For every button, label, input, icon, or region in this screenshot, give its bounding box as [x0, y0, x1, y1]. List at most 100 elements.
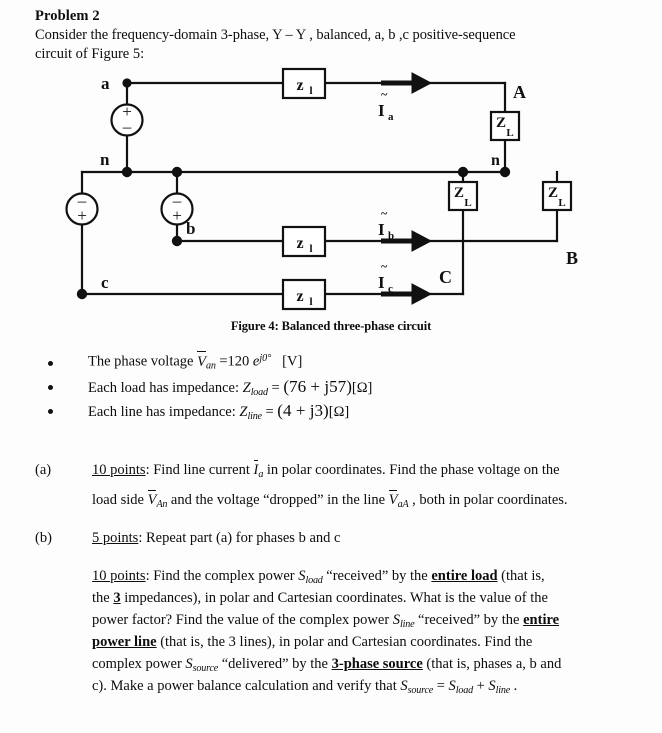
- zl-label-b: z: [296, 235, 303, 252]
- current-label-Ia-symbol: I: [378, 101, 385, 120]
- node-labels: a b c n n A B C: [100, 74, 578, 292]
- part-a-line-1: 10 points: Find line current Ia in polar…: [92, 459, 560, 480]
- current-arrow-b: [381, 230, 433, 252]
- part-c-three: 3: [113, 590, 121, 606]
- bullet-1-sub: an: [205, 360, 216, 372]
- ZL-box-phase-C: [447, 180, 479, 212]
- source-phase-c: [65, 192, 99, 226]
- current-label-Ib-symbol: I: [378, 220, 385, 239]
- current-label-Ib-sub: b: [388, 230, 394, 242]
- node-dot-a: [122, 78, 132, 88]
- node-dot-load-C: [457, 166, 469, 178]
- source-phase-b: [160, 192, 194, 226]
- list-item: The phase voltage Van =120 ej0° [V]: [38, 351, 618, 377]
- bullet-2-unit: [Ω]: [351, 380, 373, 396]
- polarity-c-bottom: +: [77, 206, 87, 225]
- part-b-text-1: : Repeat part (a) for phases b and c: [138, 530, 341, 546]
- part-c-balance-Ssource-sub: source: [407, 684, 434, 696]
- part-a-vAn-symbol: V: [147, 489, 157, 508]
- part-c-balance-eq: =: [433, 678, 449, 694]
- part-c-power-line: power line: [92, 634, 157, 650]
- part-c-Ssource-symbol: S: [185, 656, 193, 672]
- part-c-text-10: “delivered” by the: [218, 656, 332, 672]
- bullet-3-pre: Each line has impedance:: [88, 404, 240, 420]
- tilde-Ia: ~: [381, 87, 388, 101]
- zl-label-c: z: [296, 288, 303, 305]
- node-label-B: B: [566, 248, 578, 268]
- zl-label-a: z: [296, 77, 303, 94]
- part-c-text-8: (that is, the 3 lines), in polar and Car…: [156, 634, 533, 650]
- node-label-A: A: [513, 82, 526, 102]
- polarity-c-top: –: [77, 191, 87, 210]
- part-c-line-3: power factor? Find the value of the comp…: [92, 612, 559, 630]
- bullet-1-content: The phase voltage Van =120 ej0° [V]: [88, 351, 303, 372]
- bullet-1-exp-sup: j0°: [259, 353, 272, 364]
- node-label-n-load: n: [491, 152, 500, 169]
- node-label-C: C: [439, 267, 452, 287]
- bullet-dot-icon: [48, 409, 53, 414]
- node-label-n-source: n: [100, 150, 110, 169]
- part-c-text-6: power factor? Find the value of the comp…: [92, 612, 393, 628]
- part-a-current-sub: a: [258, 468, 264, 480]
- zl-sub-c: l: [309, 296, 312, 308]
- bullet-1-unit: [V]: [282, 353, 303, 370]
- intro-text-line-2: circuit of Figure 5:: [35, 46, 145, 62]
- zl-sub-b: l: [309, 243, 312, 255]
- current-label-Ia-sub: a: [388, 111, 394, 123]
- part-c-balance-Sload: S: [448, 678, 456, 694]
- part-a-vaA-symbol: V: [388, 489, 398, 508]
- node-dot-n-source: [121, 166, 133, 178]
- part-c-Sline-sub: line: [400, 618, 415, 630]
- part-c-text-7: “received” by the: [414, 612, 524, 628]
- circuit-diagram: + – – + – + z l z l z l Z L Z L: [0, 62, 662, 312]
- part-c-text-11: (that is, phases a, b and: [422, 656, 562, 672]
- bullet-2-eq: =: [267, 380, 284, 396]
- bullet-dot-icon: [48, 385, 53, 390]
- current-arrow-a: [381, 72, 433, 94]
- bullet-3-eq: =: [261, 404, 278, 420]
- part-c-entire: entire: [523, 612, 560, 628]
- bullet-1-spacer: [271, 354, 282, 370]
- zl-box-phase-b: [281, 225, 327, 258]
- line-impedance-boxes: [281, 67, 327, 311]
- part-c-text-12: c). Make a power balance calculation and…: [92, 678, 401, 694]
- part-a-text-3: load side: [92, 492, 148, 508]
- part-c-line-1: 10 points: Find the complex power Sload …: [92, 568, 545, 586]
- part-a-text-1: : Find line current: [145, 462, 254, 478]
- bullet-3-sym: Z: [239, 404, 248, 420]
- current-arrow-c: [381, 283, 433, 305]
- bullet-3-value: (4 + j3): [277, 401, 329, 420]
- polarity-b-bottom: +: [172, 206, 182, 225]
- part-c-points: 10 points: [92, 568, 146, 584]
- part-c-Ssource-sub: source: [192, 662, 219, 674]
- part-a-current-symbol: I: [253, 459, 259, 478]
- zl-sub-a: l: [309, 85, 312, 97]
- part-c-balance-Ssource: S: [400, 678, 408, 694]
- node-dot-c: [76, 288, 88, 300]
- node-dot-b-top: [171, 166, 183, 178]
- list-item: Each load has impedance: Zload = (76 + j…: [38, 377, 618, 401]
- ZL-label-B: Z: [548, 185, 558, 201]
- bullet-3-sub: line: [247, 410, 262, 422]
- bullet-1-vec: V: [197, 351, 206, 370]
- current-arrows: [381, 72, 433, 305]
- part-b-label: (b): [35, 530, 52, 546]
- page-title: Problem 2: [35, 8, 100, 24]
- node-label-b: b: [186, 219, 195, 238]
- ZL-box-phase-A: [489, 110, 521, 142]
- current-labels: ~ I a ~ I b ~ I c: [378, 87, 394, 295]
- part-c-line-5: complex power Ssource “delivered” by the…: [92, 656, 561, 674]
- part-c-text-2: “received” by the: [322, 568, 432, 584]
- part-c-line-6: c). Make a power balance calculation and…: [92, 678, 517, 696]
- part-c-text-1: : Find the complex power: [145, 568, 299, 584]
- polarity-b-top: –: [172, 191, 182, 210]
- node-label-c: c: [101, 273, 109, 292]
- part-c-Sload-sub: load: [305, 574, 323, 586]
- node-dot-b: [171, 235, 183, 247]
- current-label-Ic-symbol: I: [378, 273, 385, 292]
- part-c-balance-plus: +: [472, 678, 489, 694]
- part-a-text-4: and the voltage “dropped” in the line: [167, 492, 389, 508]
- node-label-a: a: [101, 74, 110, 93]
- tilde-Ic: ~: [381, 259, 388, 273]
